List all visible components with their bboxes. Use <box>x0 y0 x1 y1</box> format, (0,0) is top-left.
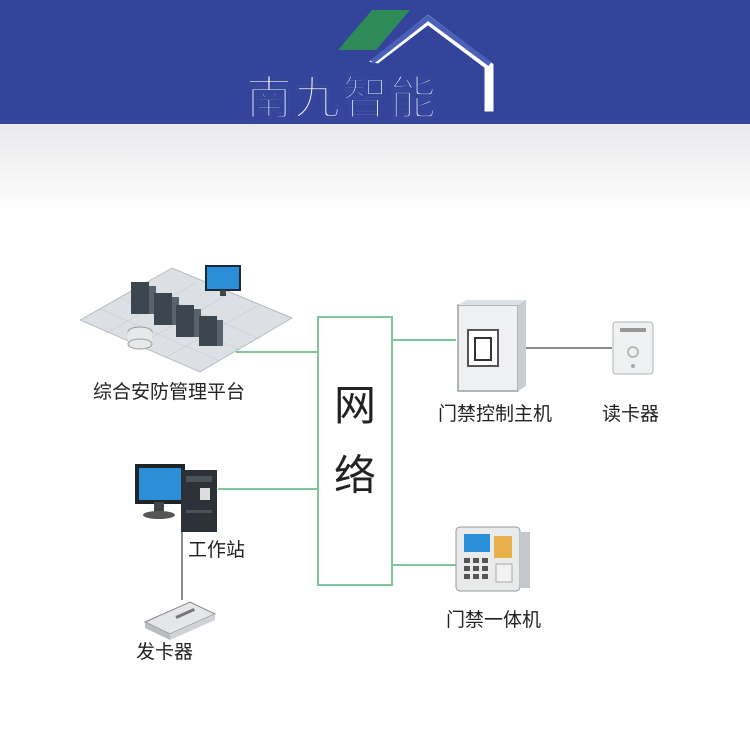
network-label-char1: 网 <box>333 381 376 430</box>
network-label-char2: 络 <box>333 451 376 500</box>
integrated-access-icon <box>455 526 530 592</box>
label-management-platform: 综合安防管理平台 <box>93 381 246 403</box>
label-card-reader: 读卡器 <box>602 403 660 425</box>
label-access-controller: 门禁控制主机 <box>438 403 553 425</box>
brand-name: 南九智能 <box>245 70 438 125</box>
management-platform-icon <box>78 265 294 373</box>
access-controller-icon <box>457 300 526 392</box>
network-box: 网 络 <box>317 316 393 586</box>
label-card-issuer: 发卡器 <box>136 641 194 663</box>
workstation-icon <box>135 464 217 532</box>
card-reader-icon <box>612 321 654 375</box>
card-issuer-icon <box>143 601 217 640</box>
label-workstation: 工作站 <box>188 539 246 561</box>
logo-leaf-icon <box>338 10 410 50</box>
connection-lines <box>218 339 456 566</box>
label-integrated-access: 门禁一体机 <box>446 609 542 631</box>
header-fade <box>0 124 750 214</box>
brand-logo <box>338 10 495 113</box>
